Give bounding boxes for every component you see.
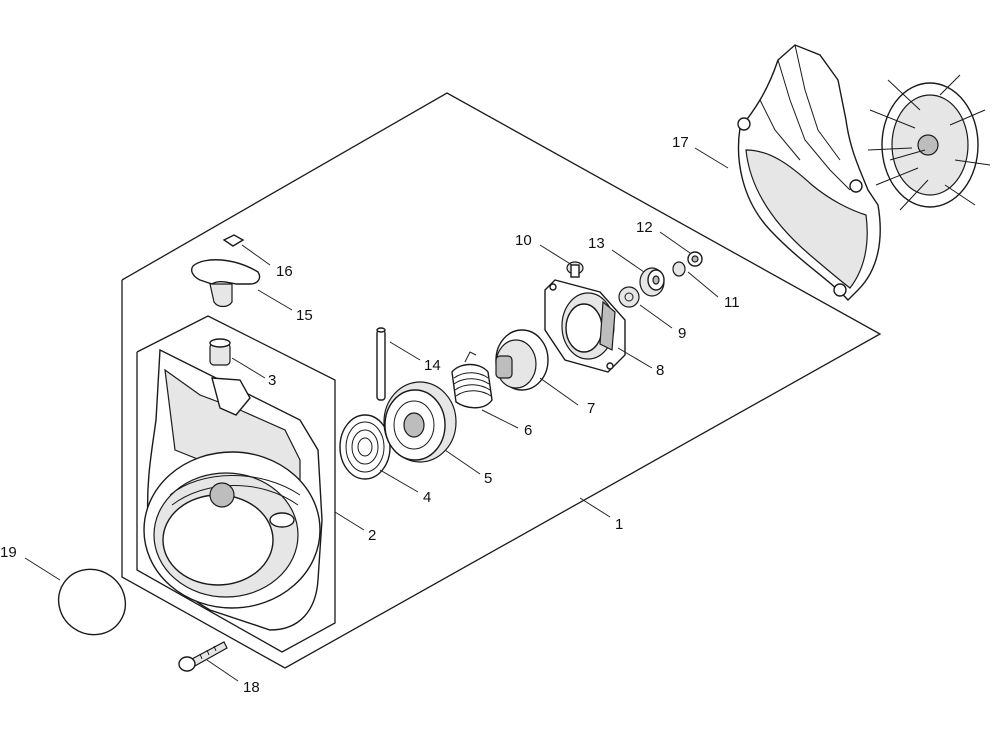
- part-label-13: 13: [588, 235, 605, 252]
- leader-lines: [24, 147, 729, 682]
- spring-washer-part: [672, 261, 686, 277]
- part-label-7: 7: [587, 400, 595, 417]
- screw-part: [178, 641, 228, 672]
- starter-handle-part: [191, 259, 261, 308]
- part-label-15: 15: [296, 307, 313, 324]
- part-labels: 1 2 3 4 5 6 7 8 9 10 11 12 13 14 15 16 1…: [0, 134, 740, 696]
- part-label-3: 3: [268, 372, 276, 389]
- part-label-12: 12: [636, 219, 653, 236]
- part-label-17: 17: [672, 134, 689, 151]
- starter-housing-part: [143, 348, 323, 631]
- part-label-19: 19: [0, 544, 17, 561]
- assembly-outline: [121, 92, 882, 669]
- part-label-6: 6: [524, 422, 532, 439]
- gasket-part: [57, 568, 127, 636]
- bolt-part: [566, 261, 584, 278]
- part-label-1: 1: [615, 516, 623, 533]
- case-part: [544, 279, 626, 373]
- washer-part: [618, 286, 640, 308]
- part-label-10: 10: [515, 232, 532, 249]
- coil-spring-part: [451, 351, 493, 409]
- fan-housing-part: [737, 44, 881, 302]
- part-label-4: 4: [423, 489, 431, 506]
- part-label-11: 11: [724, 294, 740, 311]
- part-label-2: 2: [368, 527, 376, 544]
- part-label-5: 5: [484, 470, 492, 487]
- nut-part: [639, 267, 665, 297]
- guide-part: [209, 338, 231, 366]
- plate-part: [222, 234, 245, 247]
- flywheel-fan: [867, 74, 991, 211]
- housing-outline: [136, 315, 336, 653]
- recoil-spring-part: [339, 414, 391, 480]
- part-label-9: 9: [678, 325, 686, 342]
- part-label-14: 14: [424, 357, 441, 374]
- part-label-8: 8: [656, 362, 664, 379]
- part-label-18: 18: [243, 679, 260, 696]
- part-label-16: 16: [276, 263, 293, 280]
- pulley-part: [383, 381, 457, 463]
- ratchet-part: [495, 329, 549, 391]
- small-nut-part: [687, 251, 703, 267]
- starter-rope-part: [376, 327, 386, 401]
